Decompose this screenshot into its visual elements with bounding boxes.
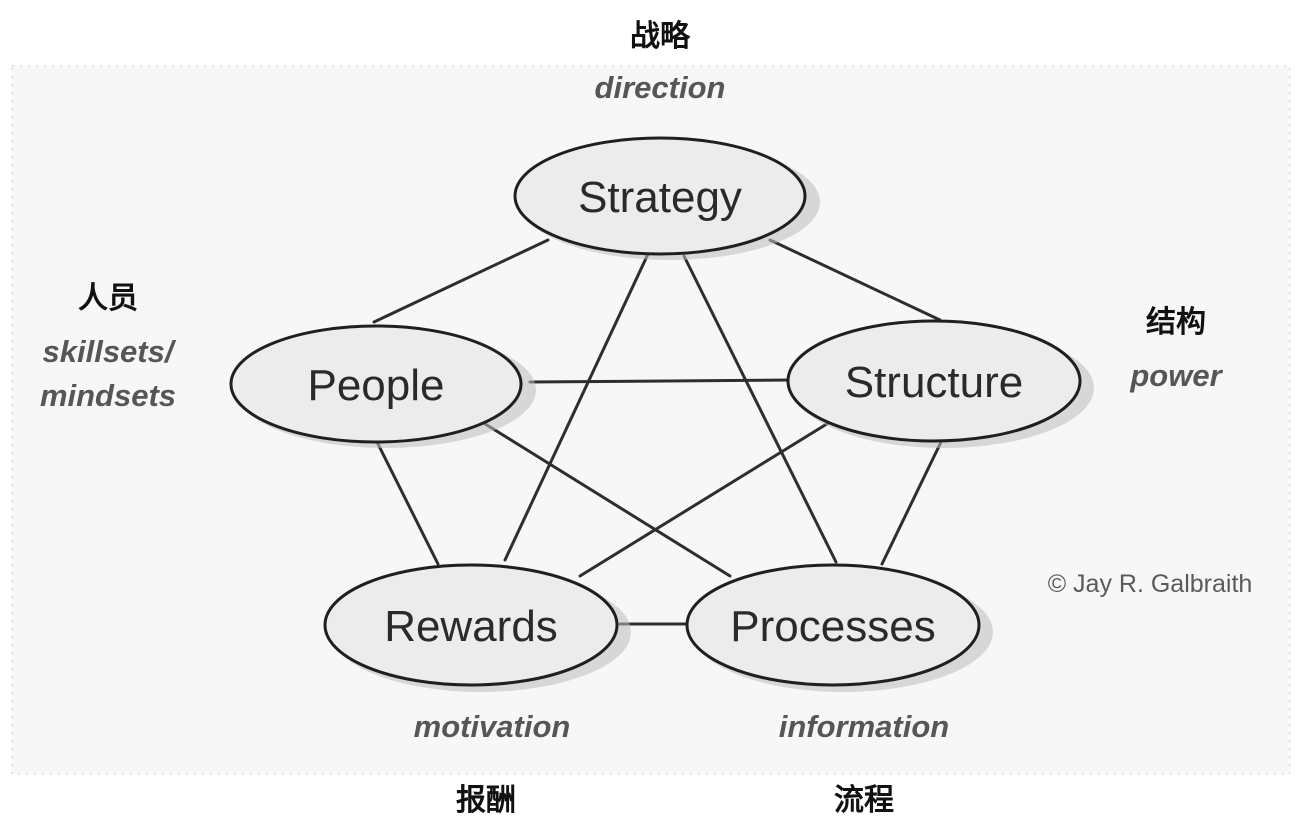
- annotation-rewards-en: motivation: [414, 709, 571, 744]
- annotation-people-en-line1: skillsets/: [43, 334, 177, 369]
- node-people-label: People: [307, 361, 444, 410]
- edge-strategy-rewards: [503, 252, 650, 562]
- node-structure-ellipse: [786, 319, 1082, 443]
- node-people-ellipse: [229, 324, 523, 444]
- node-rewards-label: Rewards: [384, 602, 558, 651]
- annotations-layer: 战略 direction 人员 skillsets/ mindsets 结构 p…: [40, 19, 1252, 818]
- node-structure: Structure: [786, 319, 1094, 448]
- diagram-panel-border: [11, 65, 1291, 775]
- annotation-strategy-cn: 战略: [630, 19, 691, 54]
- edge-strategy-structure: [768, 238, 942, 322]
- annotation-people-cn: 人员: [78, 281, 138, 316]
- node-strategy: Strategy: [513, 136, 820, 260]
- edge-people-structure: [528, 378, 794, 384]
- node-people: People: [229, 324, 536, 448]
- edge-strategy-people: [372, 238, 550, 324]
- annotation-strategy-en: direction: [595, 70, 726, 105]
- node-rewards: Rewards: [323, 563, 631, 692]
- edge-structure-rewards: [578, 420, 832, 578]
- annotation-structure-en: power: [1129, 358, 1223, 393]
- edge-people-processes: [480, 420, 732, 578]
- nodes-layer: Strategy People Structure Rewards Proces…: [229, 136, 1094, 692]
- node-strategy-ellipse: [513, 136, 807, 256]
- edge-structure-processes: [880, 438, 944, 566]
- edge-people-rewards: [376, 442, 440, 566]
- node-rewards-ellipse: [323, 563, 619, 687]
- annotation-structure-cn: 结构: [1146, 305, 1206, 340]
- annotation-rewards-cn: 报酬: [456, 783, 516, 818]
- annotation-processes-en: information: [779, 709, 950, 744]
- annotation-processes-cn: 流程: [834, 783, 894, 818]
- edges-layer: [372, 238, 944, 626]
- node-structure-label: Structure: [845, 358, 1024, 407]
- node-processes: Processes: [685, 563, 993, 692]
- node-processes-label: Processes: [730, 602, 935, 651]
- edge-strategy-processes: [682, 254, 838, 564]
- copyright-text: © Jay R. Galbraith: [1048, 570, 1253, 598]
- node-strategy-label: Strategy: [578, 173, 742, 222]
- node-processes-ellipse: [685, 563, 981, 687]
- annotation-people-en-line2: mindsets: [40, 378, 176, 413]
